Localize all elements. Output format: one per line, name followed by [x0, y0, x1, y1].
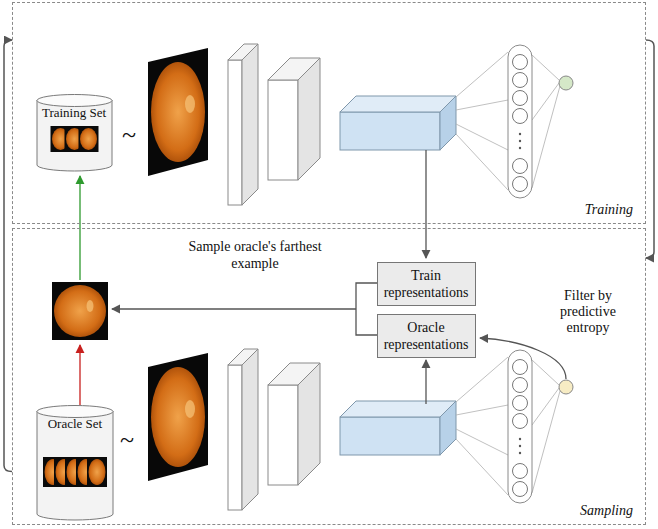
loop-arrow: [4, 40, 12, 472]
loop-arrow: [646, 40, 654, 258]
output-node: [559, 380, 573, 394]
fundus-thumb: [89, 459, 106, 485]
node-label: Oracle representations: [383, 319, 470, 353]
fundus-image: [148, 48, 208, 176]
sample-arrow: [112, 308, 356, 309]
image-tile: [78, 126, 98, 152]
output-node: [559, 76, 573, 90]
cnn-training: [228, 44, 560, 205]
process-box: Oracle representations: [377, 314, 476, 358]
annotation: Sample oracle's farthest example: [165, 238, 345, 272]
panel-title: Training: [585, 202, 633, 218]
fundus-thumb: [80, 128, 97, 150]
fundus-image: [148, 353, 208, 481]
tilde-symbol: ~: [112, 425, 142, 455]
draw-arrow: [79, 345, 80, 405]
panel-title: Sampling: [580, 503, 633, 519]
cylinder-body: [37, 100, 112, 171]
selected-fundus: [52, 282, 108, 340]
data-cylinder: Oracle Set: [36, 405, 114, 521]
cylinder-top: [37, 95, 112, 107]
feature-arrow: [425, 360, 426, 404]
dashed-panel: Sampling Train representationsOracle repr…: [12, 228, 646, 525]
image-tile: [87, 457, 107, 487]
cnn-sampling: [228, 349, 560, 510]
process-box: Train representations: [377, 262, 476, 306]
annotation: Filter by predictive entropy: [545, 288, 631, 336]
dashed-panel: Training Training Set: [12, 2, 646, 224]
cylinder-top: [37, 406, 113, 418]
filter-arrow: [480, 338, 566, 379]
node-label: Oracle Set: [48, 416, 103, 431]
data-cylinder: Training Set: [36, 94, 113, 172]
merge-line: [356, 283, 378, 335]
node-label: Train representations: [383, 267, 470, 301]
tilde-symbol: ~: [114, 120, 144, 150]
feature-arrow: [425, 150, 426, 258]
cylinder-body: [37, 411, 113, 520]
node-label: Training Set: [42, 105, 106, 120]
